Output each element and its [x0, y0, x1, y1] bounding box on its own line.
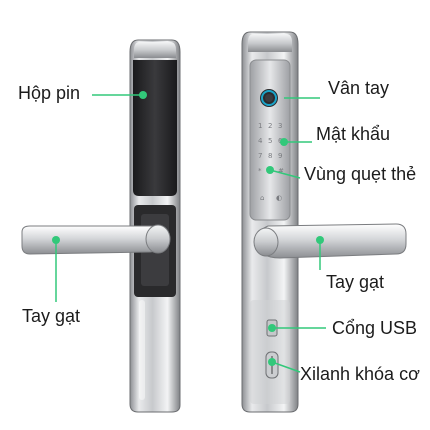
callout-dots [52, 91, 324, 366]
front-lock-body: 123 456 789 *0# ⌂◐ [241, 31, 299, 413]
battery-cover [133, 60, 177, 196]
svg-text:5: 5 [268, 137, 272, 145]
svg-text:2: 2 [268, 122, 272, 130]
back-handle [21, 224, 171, 255]
touch-panel [249, 59, 291, 221]
svg-text:4: 4 [258, 137, 263, 145]
svg-text:7: 7 [258, 152, 262, 160]
label-password: Mật khẩu [316, 124, 391, 144]
svg-text:◐: ◐ [276, 194, 282, 202]
svg-text:1: 1 [258, 122, 262, 130]
label-fingerprint: Vân tay [328, 78, 390, 98]
svg-text:⌂: ⌂ [260, 194, 264, 202]
label-handle-front: Tay gạt [326, 272, 385, 292]
label-handle-back: Tay gạt [22, 306, 81, 326]
svg-text:8: 8 [268, 152, 272, 160]
label-card-swipe-zone: Vùng quẹt thẻ [304, 164, 417, 184]
front-handle [253, 223, 407, 259]
callout-lines [55, 94, 326, 373]
svg-text:9: 9 [278, 152, 282, 160]
svg-text:3: 3 [278, 122, 282, 130]
svg-text:*: * [258, 167, 262, 175]
svg-text:#: # [278, 167, 284, 175]
label-usb-port: Cổng USB [332, 318, 418, 338]
label-key-cylinder: Xilanh khóa cơ [300, 364, 420, 384]
label-battery-box: Hộp pin [18, 83, 81, 103]
